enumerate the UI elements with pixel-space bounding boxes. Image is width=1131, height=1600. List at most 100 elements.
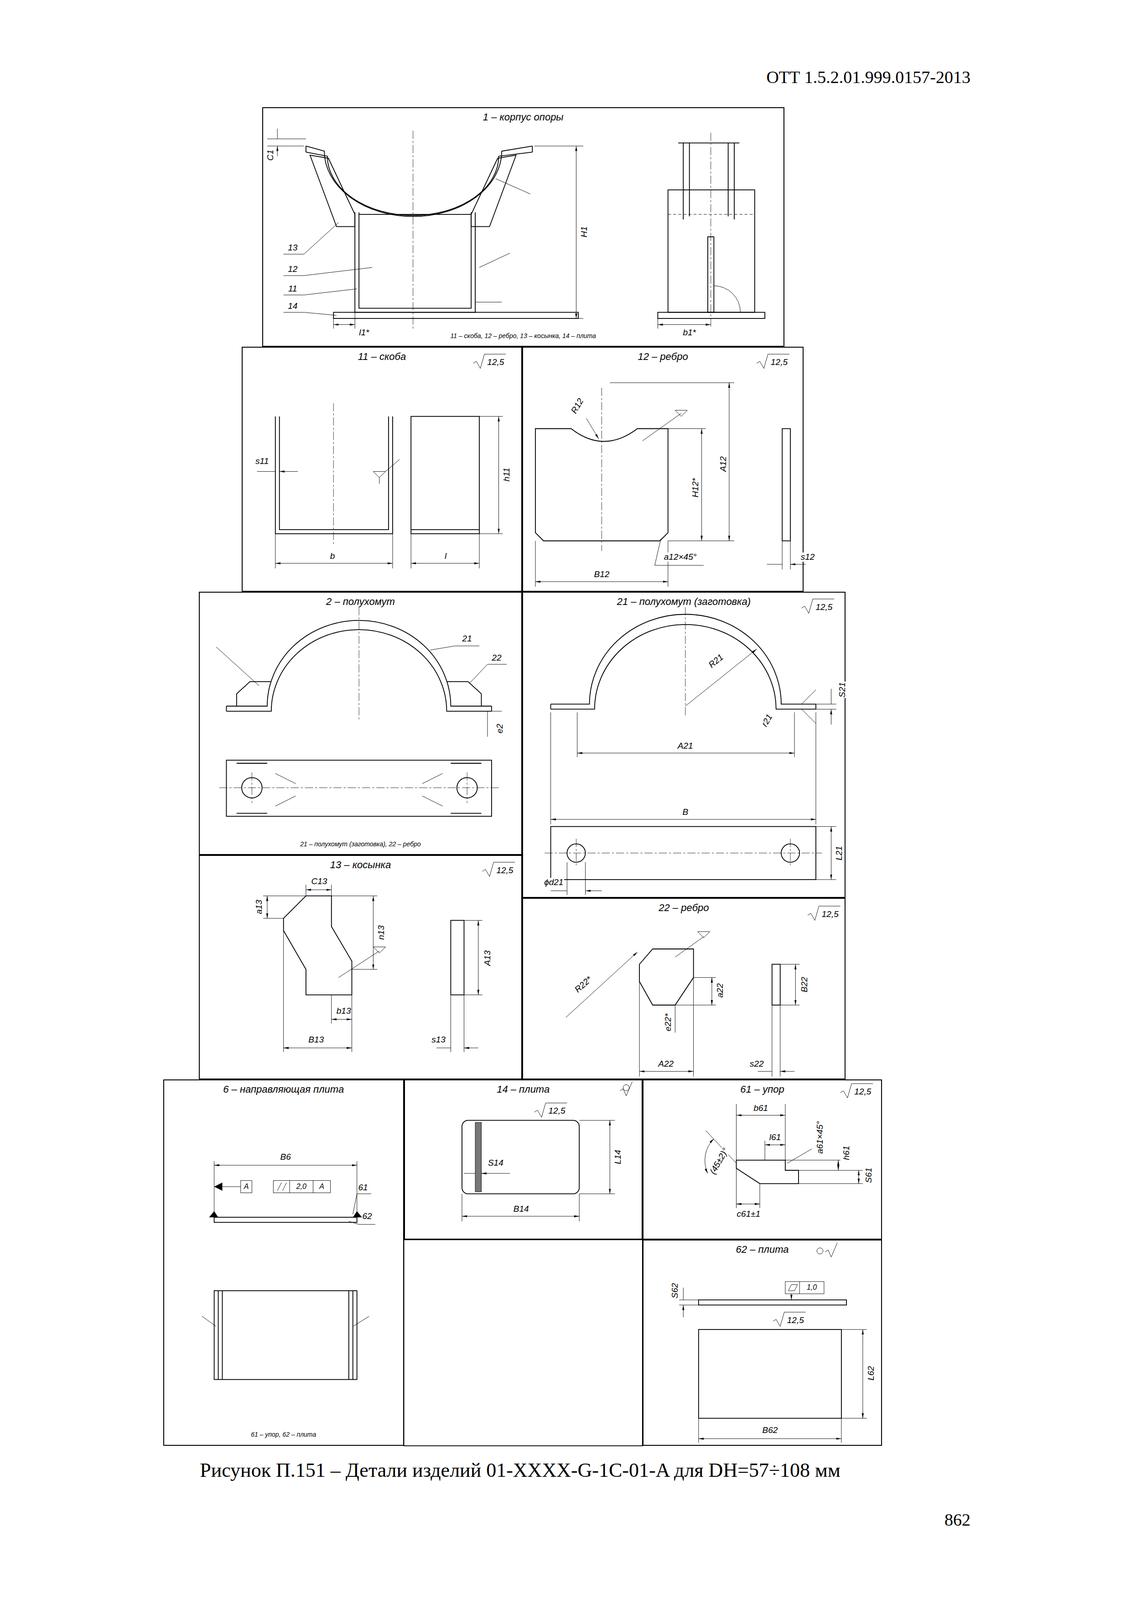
- stop-drawing: [787, 1148, 812, 1163]
- roughness-sign: [482, 861, 516, 877]
- dimension-label: A13: [482, 949, 493, 966]
- bracket-drawing: [275, 562, 393, 564]
- roughness-value: 12,5: [486, 357, 505, 367]
- base-plate-drawing: [461, 1193, 580, 1221]
- dimension-label: n13: [376, 924, 386, 940]
- base-plate-drawing: [461, 1081, 633, 1221]
- dimension-label: A12: [718, 456, 728, 473]
- half-clamp-blank-drawing: [550, 890, 602, 891]
- support-body-drawing: [668, 189, 755, 312]
- dimension-label: b: [329, 551, 336, 561]
- panel-title: 22 – ребро: [658, 902, 709, 914]
- dimension-label: l61: [768, 1132, 782, 1142]
- dimension-label: B22: [799, 975, 810, 993]
- rib-22-drawing: [674, 977, 716, 1005]
- half-clamp-drawing: [226, 759, 492, 816]
- support-body-drawing: [333, 312, 579, 319]
- gusset-drawing: [263, 884, 483, 1052]
- stop-drawing: [736, 1114, 786, 1116]
- half-clamp-blank-drawing: [550, 624, 816, 710]
- plate-62-drawing: [841, 1328, 867, 1418]
- half-clamp-blank-drawing: [566, 861, 586, 895]
- bracket-drawing: [373, 459, 400, 484]
- dimension-label: S62: [670, 1281, 680, 1299]
- roughness-sign: [473, 353, 874, 1326]
- figure-caption: Рисунок П.151 – Детали изделий 01-XXXX-G…: [199, 1458, 841, 1481]
- detail-panel: 1 – корпус опоры11 – скоба, 12 – ребро, …: [262, 107, 785, 348]
- dimension-label: s12: [800, 552, 816, 562]
- rib-22-drawing: [565, 931, 800, 1077]
- guide-plate-drawing: [214, 1164, 358, 1166]
- half-clamp-drawing: [275, 773, 443, 806]
- guide-plate-drawing: [222, 1186, 241, 1187]
- callout-number: 13: [287, 243, 298, 253]
- half-clamp-drawing: [358, 607, 360, 720]
- dimension-label: H1: [579, 225, 589, 238]
- roughness-value: 12,5: [547, 1105, 566, 1116]
- dimension-label: C1: [265, 149, 275, 161]
- gusset-drawing: [450, 919, 464, 995]
- dimension-label: R12: [569, 396, 586, 416]
- roughness-value: 12,5: [786, 1315, 805, 1325]
- plate-62-drawing: [791, 1293, 792, 1300]
- dimension-label: a12×45°: [663, 552, 698, 562]
- detail-panel: 2 – полухомут21 – полухомут (заготовка),…: [198, 591, 523, 855]
- tolerance-frame-cell: A: [319, 1182, 325, 1190]
- base-plate-drawing: [463, 1172, 510, 1173]
- dimension-label: h11: [502, 466, 512, 482]
- base-plate-drawing: [475, 1121, 482, 1192]
- plate-62-drawing: [698, 1328, 842, 1418]
- gusset-drawing: [283, 895, 353, 995]
- gusset-drawing: [331, 994, 353, 1024]
- bracket-drawing: [257, 403, 504, 569]
- dimension-label: R21: [706, 652, 726, 670]
- half-clamp-blank-drawing: [830, 688, 832, 725]
- gusset-drawing: [331, 895, 378, 970]
- stop-drawing: [858, 1169, 859, 1183]
- bracket-drawing: [333, 403, 334, 546]
- callout-number: 11: [287, 284, 298, 294]
- roughness-value: 12,5: [770, 357, 789, 367]
- support-body-drawing: [277, 128, 278, 156]
- dimension-label: b61: [752, 1103, 769, 1113]
- roughness-sign: [473, 353, 507, 369]
- support-body-drawing: [283, 222, 373, 316]
- detail-panel: 22 – ребро: [522, 897, 846, 1080]
- detail-panel: 6 – направляющая плита61 – упор, 62 – пл…: [163, 1079, 405, 1446]
- panel-title: 2 – полухомут: [326, 596, 395, 608]
- dimension-label: c61±1: [736, 1208, 762, 1219]
- part-list-note: 61 – упор, 62 – плита: [250, 1430, 317, 1438]
- rib-22-drawing: [639, 1070, 694, 1072]
- rib-22-drawing: [772, 964, 781, 1005]
- rib-drawing: [782, 428, 791, 541]
- panel-title: 12 – ребро: [637, 351, 688, 363]
- support-body-drawing: [475, 178, 531, 303]
- page-number: 862: [944, 1510, 971, 1529]
- bracket-drawing: [410, 416, 480, 534]
- plate-62-drawing: [683, 1286, 684, 1317]
- half-clamp-blank-drawing: [685, 648, 758, 706]
- support-body-drawing: [310, 155, 355, 227]
- support-body-drawing: [306, 145, 533, 152]
- support-body-drawing: [306, 151, 533, 216]
- gusset-drawing: [463, 919, 483, 995]
- guide-plate-drawing: [348, 1193, 376, 1225]
- gusset-drawing: [477, 919, 479, 995]
- panel-title: 13 – косынка: [330, 859, 391, 871]
- dimension-label: s22: [749, 1058, 765, 1069]
- roughness-sign: [807, 905, 841, 920]
- bracket-drawing: [275, 416, 393, 534]
- gusset-drawing: [373, 895, 374, 970]
- dimension-label: e2: [495, 722, 505, 734]
- detail-panel: 62 – плита: [642, 1239, 883, 1446]
- roughness-sign: [840, 1083, 874, 1098]
- roughness-sign: [773, 1311, 806, 1326]
- roughness-value: 12,5: [814, 602, 833, 612]
- half-clamp-blank-drawing: [801, 689, 816, 724]
- gusset-drawing: [266, 895, 268, 919]
- dimension-label: s13: [430, 1034, 447, 1044]
- half-clamp-drawing: [236, 762, 482, 814]
- gusset-drawing: [331, 1018, 353, 1020]
- base-plate-drawing: [620, 1081, 633, 1096]
- rib-drawing: [767, 563, 806, 565]
